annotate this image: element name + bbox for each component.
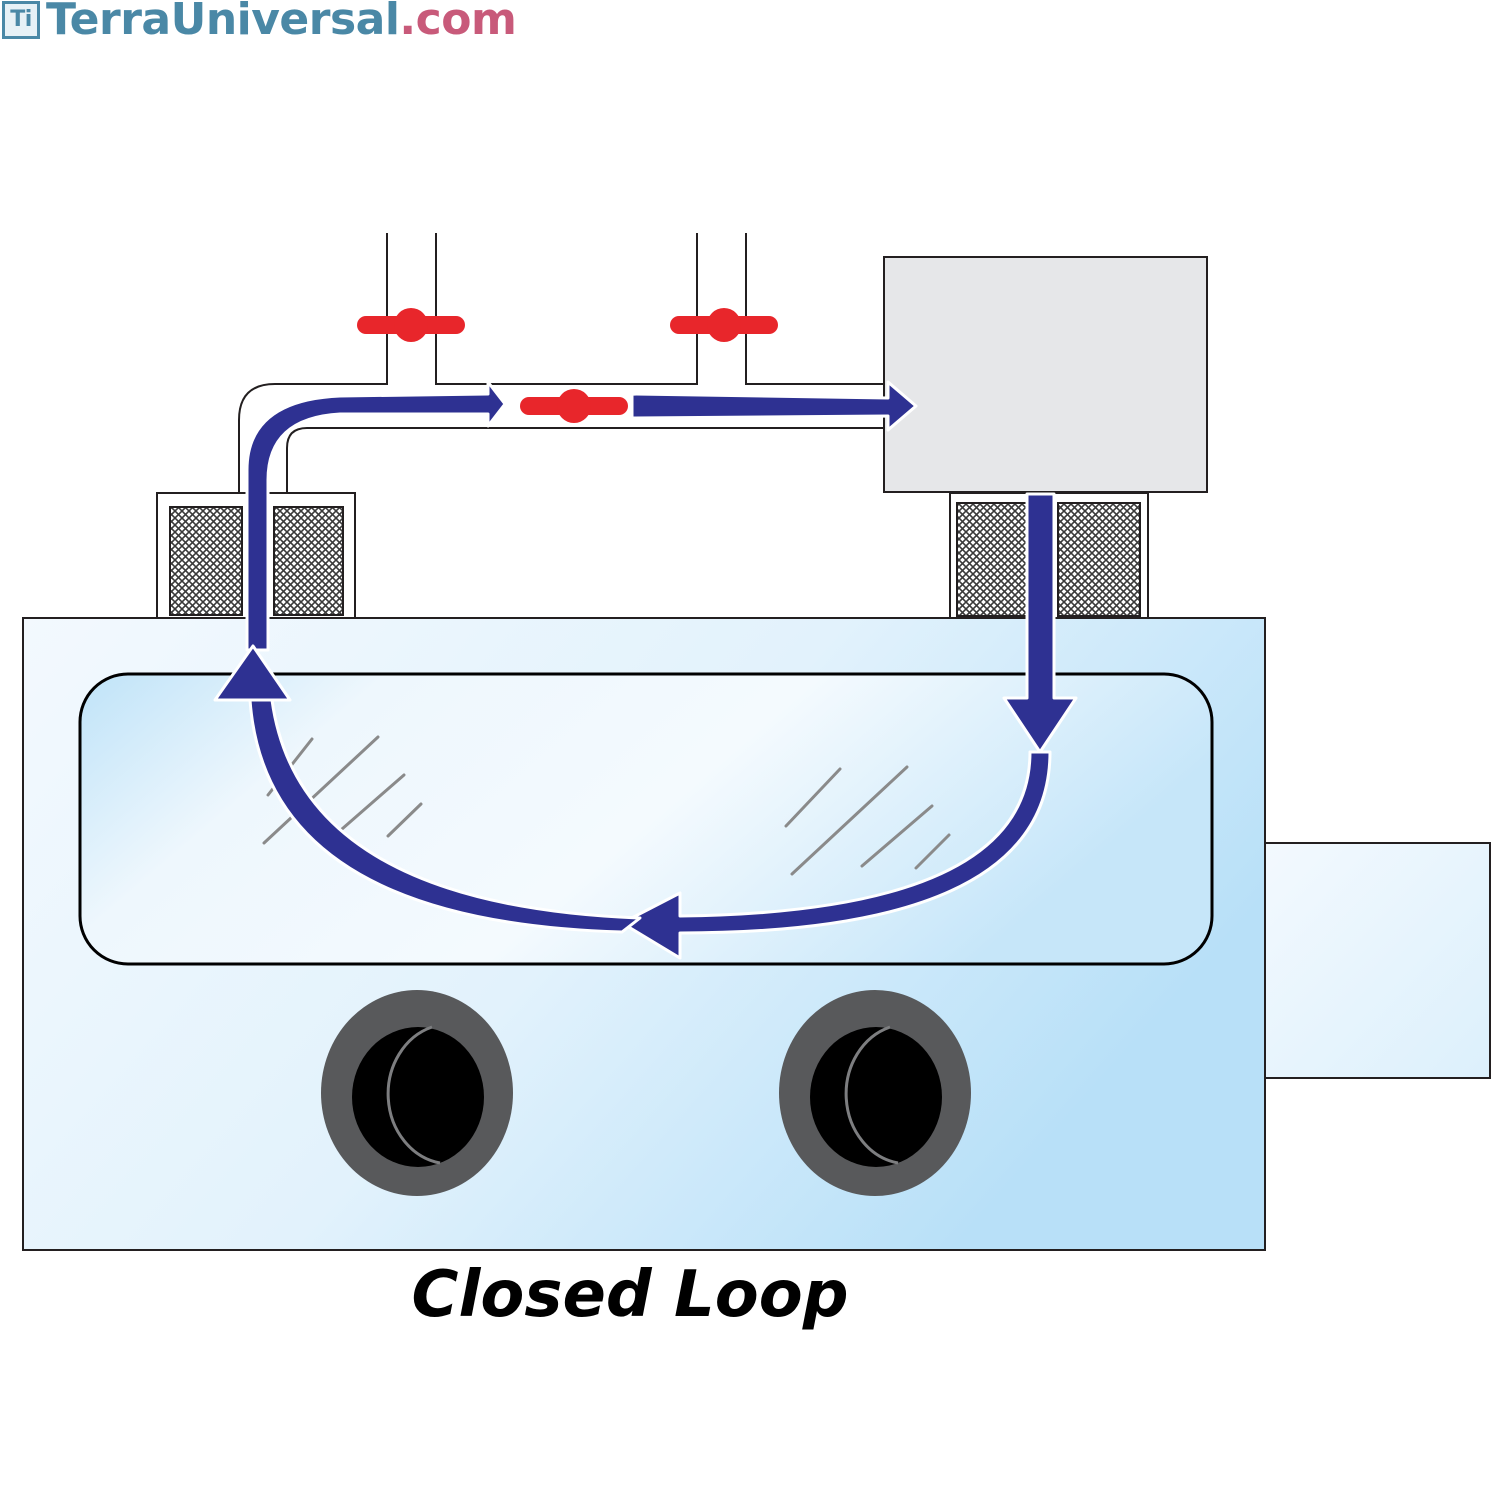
gas-purifier-unit	[883, 256, 1208, 493]
flow-arrow-icon	[213, 380, 1078, 960]
valve-icon[interactable]	[520, 389, 628, 423]
valve-icon[interactable]	[670, 308, 778, 342]
filter-mesh-icon	[949, 492, 1149, 619]
glove-port-icon[interactable]	[321, 990, 513, 1196]
terra-universal-logo: Ti TerraUniversal.com	[2, 0, 517, 45]
glove-port-icon[interactable]	[779, 990, 971, 1196]
antechamber	[1264, 842, 1491, 1079]
valve-icon[interactable]	[357, 308, 465, 342]
logo-name: TerraUniversal	[46, 0, 400, 45]
logo-mark-icon: Ti	[2, 1, 40, 39]
logo-tld: .com	[399, 0, 517, 45]
window-glare-right	[784, 765, 951, 876]
diagram-caption: Closed Loop	[411, 1258, 849, 1332]
piping	[238, 233, 884, 493]
